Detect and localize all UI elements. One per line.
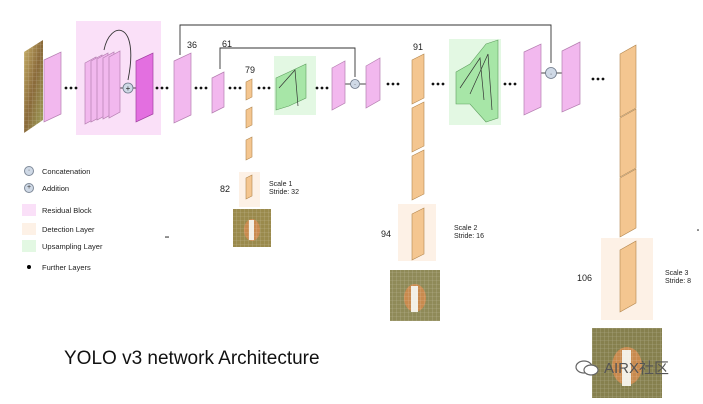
- legend-label: Upsampling Layer: [42, 241, 103, 251]
- concat-node-2: ·: [545, 67, 557, 79]
- legend-label: Residual Block: [42, 205, 92, 215]
- layer-number-94: 94: [381, 229, 391, 239]
- further-layer-dots: [64, 77, 699, 238]
- legend-label: Concatenation: [42, 166, 91, 176]
- skip-connections: [103, 24, 552, 81]
- legend-label: Addition: [42, 183, 70, 193]
- scale-1-stride: Stride: 32: [269, 189, 299, 196]
- svg-text:·: ·: [550, 71, 552, 78]
- layer-number-79: 79: [245, 65, 255, 75]
- svg-text:+: +: [126, 84, 131, 93]
- addition-icon: +: [24, 183, 34, 193]
- layer-number-106: 106: [577, 273, 592, 283]
- input-image: [24, 40, 43, 133]
- upsampling-swatch: [22, 240, 36, 252]
- legend-item-concatenation: · Concatenation: [22, 164, 90, 178]
- legend-label: Further Layers: [42, 262, 91, 272]
- legend-item-addition: + Addition: [22, 181, 69, 195]
- scale-3-stride: Stride: 8: [665, 278, 692, 285]
- layer-number-61: 61: [222, 39, 232, 49]
- addition-node: +: [122, 82, 134, 94]
- output-image-scale-1: [233, 209, 271, 247]
- watermark-text: AIRX社区: [604, 360, 670, 377]
- dot-icon: [27, 265, 31, 269]
- wechat-icon: [574, 359, 600, 376]
- residual-swatch: [22, 204, 36, 216]
- concat-node-1: ·: [350, 79, 360, 89]
- layer-number-36: 36: [187, 40, 197, 50]
- legend-item-further: Further Layers: [22, 260, 91, 274]
- legend-item-detection: Detection Layer: [22, 222, 95, 236]
- conv-layers: [43, 41, 581, 125]
- scale-2-stride: Stride: 16: [454, 233, 484, 240]
- scale-3-name: Scale 3: [665, 270, 689, 277]
- concat-icon: ·: [24, 166, 34, 176]
- upsampling-layers: [275, 39, 499, 123]
- output-image-scale-2: [390, 270, 440, 321]
- watermark: AIRX社区: [574, 357, 669, 378]
- diagram-title: YOLO v3 network Architecture: [64, 348, 320, 369]
- detection-layers: [245, 44, 637, 313]
- legend-item-upsampling: Upsampling Layer: [22, 239, 102, 253]
- scale-1-name: Scale 1: [269, 181, 293, 188]
- output-image-scale-3: [592, 328, 662, 398]
- layer-number-82: 82: [220, 184, 230, 194]
- magenta-conv-layer: [135, 52, 154, 123]
- scale-2-name: Scale 2: [454, 225, 478, 232]
- detection-swatch: [22, 223, 36, 235]
- legend-label: Detection Layer: [42, 224, 95, 234]
- svg-text:·: ·: [354, 82, 356, 88]
- legend-item-residual: Residual Block: [22, 203, 92, 217]
- layer-number-91: 91: [413, 42, 423, 52]
